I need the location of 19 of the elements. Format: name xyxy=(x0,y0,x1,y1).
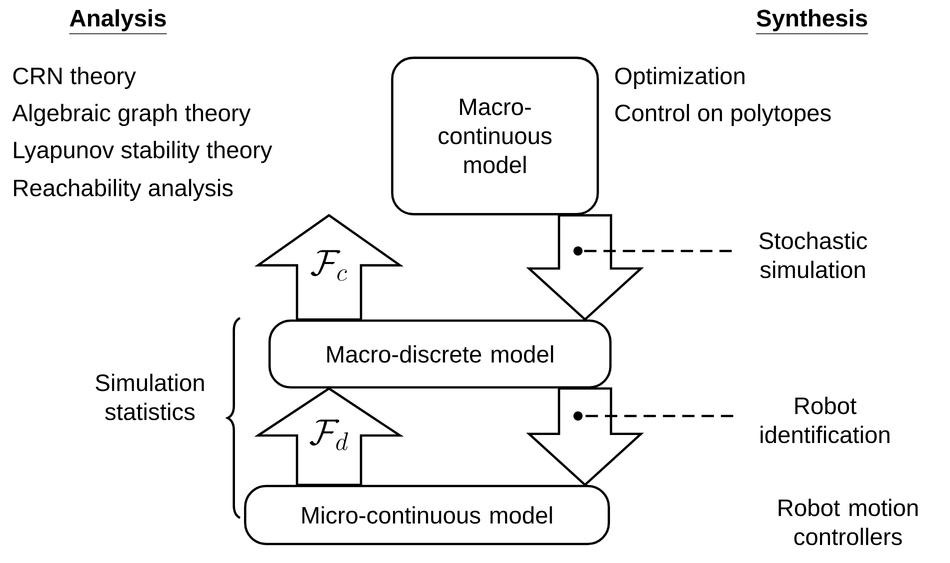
annotation-text: Stochastic simulation xyxy=(759,232,868,278)
model-box: Micro-continuous model xyxy=(244,484,610,546)
list-item: CRN theory xyxy=(13,66,136,90)
list-item: Lyapunov stability theory xyxy=(14,140,272,164)
annotation-text: Robot identification xyxy=(760,396,890,444)
side-label: Simulation statistics xyxy=(96,374,204,420)
model-box: Macro-continuous model xyxy=(391,56,599,216)
side-label: Robot motion controllers xyxy=(778,498,918,546)
list-item: Algebraic graph theory xyxy=(12,104,251,126)
heading: Synthesis xyxy=(756,9,868,34)
list-item: Reachability analysis xyxy=(14,178,233,202)
model-box: Macro-discrete model xyxy=(268,319,612,389)
block-arrow xyxy=(526,214,644,322)
leader-line xyxy=(573,411,734,421)
heading: Analysis xyxy=(68,9,168,34)
arrow-label: $\mathcal{F}_d$ xyxy=(307,418,351,452)
leader-line xyxy=(573,246,732,256)
block-arrow xyxy=(526,387,644,486)
arrow-label: $\mathcal{F}_c$ xyxy=(308,248,350,282)
